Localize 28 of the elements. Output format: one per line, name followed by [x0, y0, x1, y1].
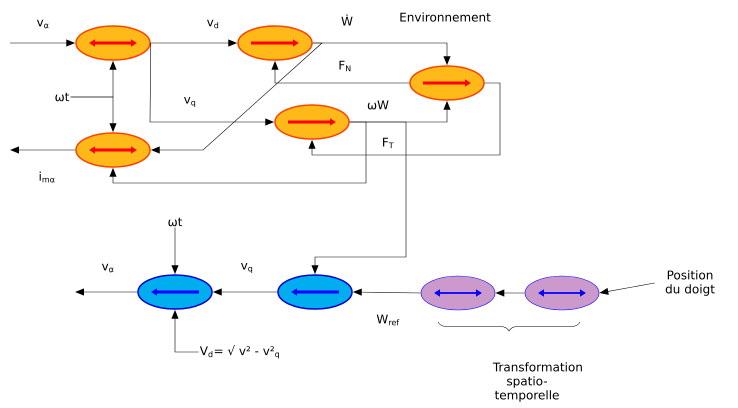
ellipse-block [277, 274, 353, 310]
edge-label: W$_{ref}$ [375, 314, 401, 326]
signal-label: ωt [168, 218, 182, 226]
caption-text: Environnement [400, 12, 491, 22]
arrow [308, 82, 500, 156]
ellipse-block [420, 276, 496, 310]
edge-label: i$_{mα}$ [38, 170, 56, 184]
arrow [109, 122, 366, 184]
edge-label: v$_{q}$ [182, 96, 198, 108]
ellipse-block [237, 25, 313, 61]
edge-label: F$_{N}$ [337, 60, 353, 72]
edge-label: ωW [366, 100, 390, 110]
ellipse-block [409, 65, 485, 101]
edge-label: Ẇ [340, 14, 354, 26]
formula-label: V$_{d}$= √ v² - v²$_{q}$ [200, 345, 279, 359]
signal-label: Position du doigt [666, 270, 715, 296]
ellipse-block [137, 274, 213, 310]
edge-label: v$_{q}$ [240, 262, 254, 274]
caption-text: Transformation spatio-temporelle [492, 362, 582, 402]
ellipse-block [75, 132, 151, 168]
edge-label: v$_{α}$ [36, 18, 50, 30]
ellipse-block [75, 25, 151, 61]
ellipse-block [524, 276, 600, 310]
edge-label: F$_{T}$ [380, 136, 396, 150]
edge-label: v$_{α}$ [100, 262, 116, 274]
edge-label: v$_{d}$ [206, 18, 220, 30]
ellipse-block [274, 104, 350, 140]
signal-label: ωt [55, 92, 70, 102]
